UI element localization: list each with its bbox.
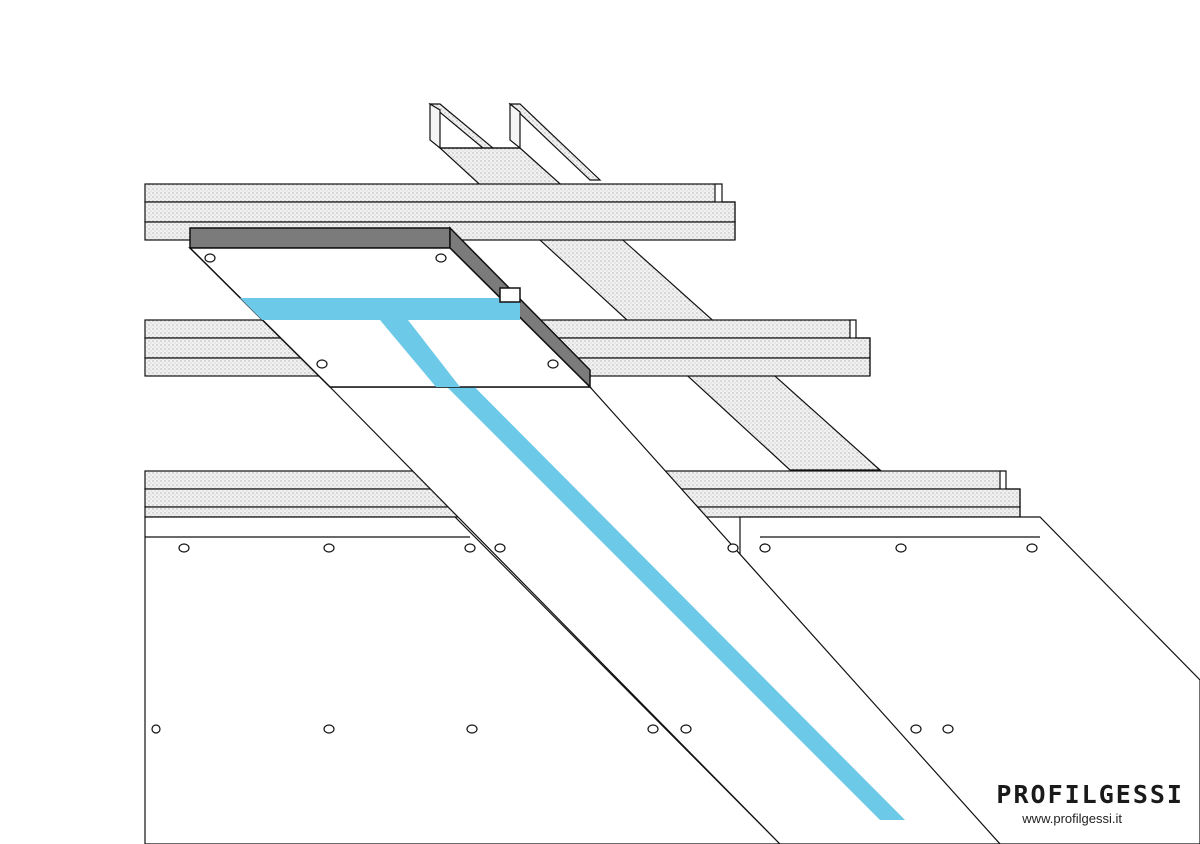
brand-block: PROFILGESSI www.profilgessi.it	[996, 780, 1184, 827]
brand-url: www.profilgessi.it	[1022, 811, 1122, 826]
furring-channel-top	[144, 183, 736, 241]
screws	[151, 253, 1038, 734]
brand-logo: PROFILGESSI	[996, 780, 1184, 809]
inspection-hatch	[188, 226, 592, 389]
